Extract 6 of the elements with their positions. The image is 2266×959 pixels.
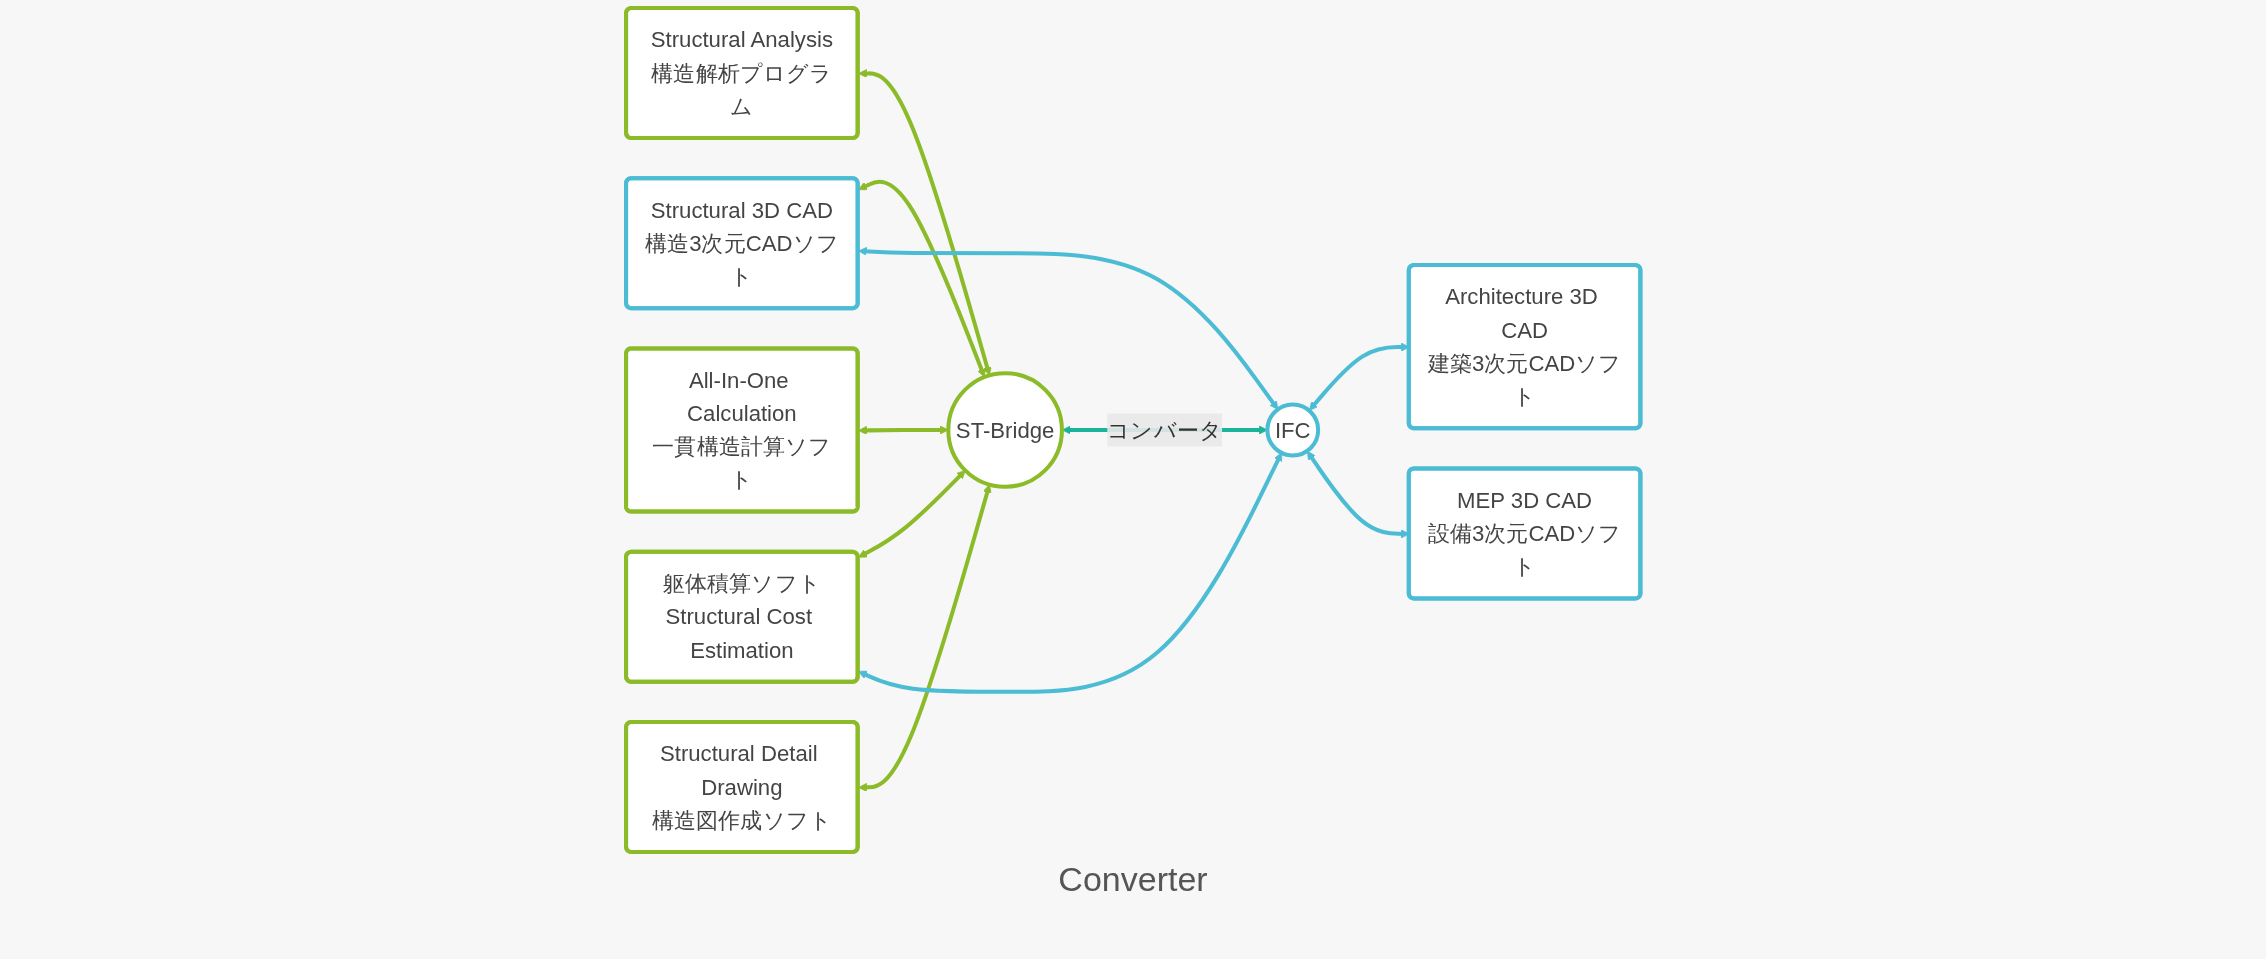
node-circle: ST-Bridge bbox=[946, 371, 1064, 489]
arrow bbox=[857, 452, 1282, 694]
edge-label: コンバータ bbox=[1107, 417, 1222, 443]
converter-caption: Converter bbox=[1058, 860, 1208, 898]
node-circle: IFC bbox=[1265, 402, 1320, 458]
arrow bbox=[857, 470, 966, 558]
